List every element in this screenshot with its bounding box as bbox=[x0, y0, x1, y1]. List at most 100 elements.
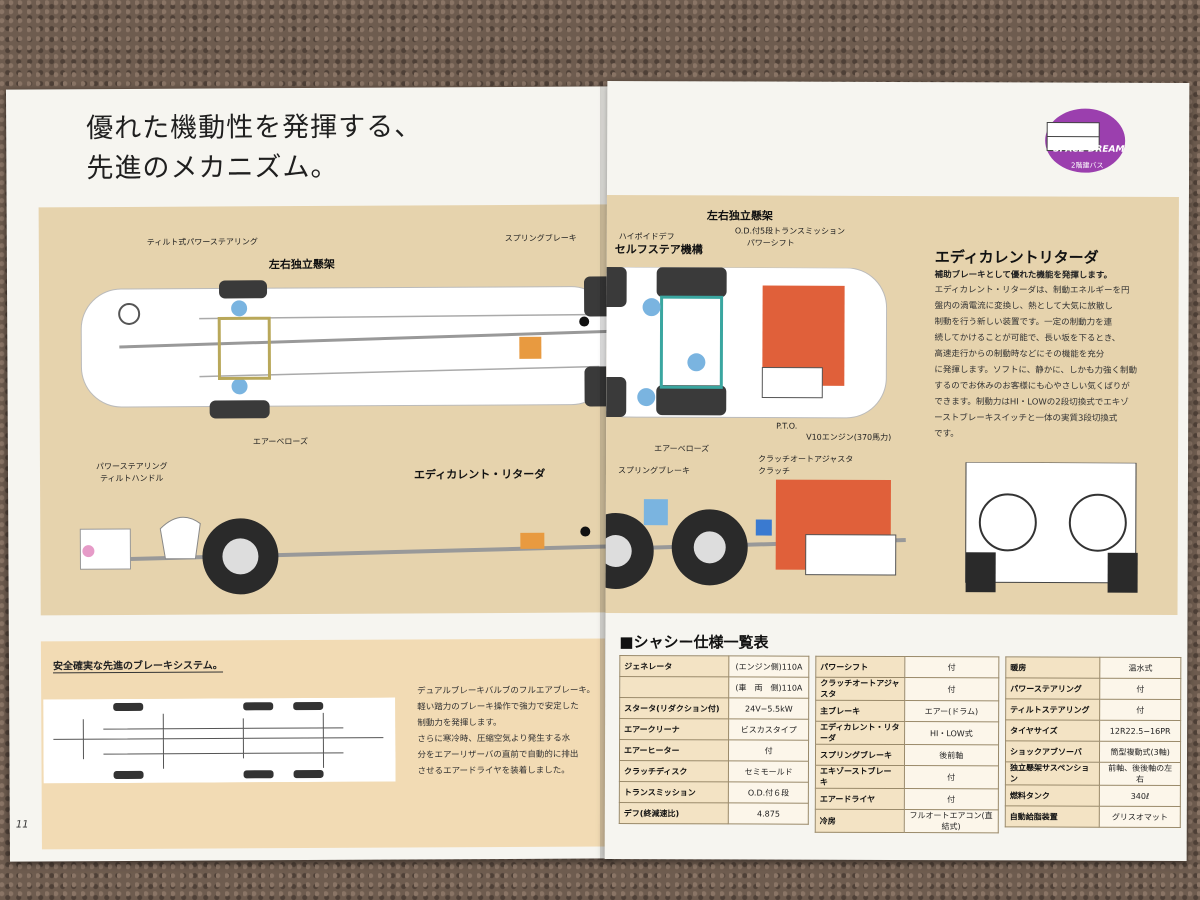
spec-row: クラッチディスクセミモールド bbox=[619, 760, 809, 783]
spec-value: 付 bbox=[903, 765, 999, 789]
spec-row: 自動給脂装置グリスオマット bbox=[1005, 805, 1181, 828]
brochure-right-page: SPACE DREAM 2階建バス ハイポイ bbox=[604, 80, 1190, 862]
spec-value: 後前軸 bbox=[904, 744, 999, 766]
spec-value: グリスオマット bbox=[1099, 806, 1181, 828]
label-clutch-auto-adjuster: クラッチオートアジャスタ bbox=[758, 454, 854, 464]
spec-key: エキゾーストブレーキ bbox=[815, 765, 905, 789]
spec-table-column-2: パワーシフト付クラッチオートアジャスタ付主ブレーキエアー(ドラム)エディカレント… bbox=[815, 656, 1000, 834]
spec-row: 暖房温水式 bbox=[1005, 656, 1181, 679]
label-air-bellows-left: エアーベローズ bbox=[252, 437, 308, 447]
brochure-left-page: 優れた機動性を発揮する、 先進のメカニズム。 ティルト式パワーステアリング bbox=[5, 86, 615, 862]
label-self-steer: セルフステア機構 bbox=[614, 243, 703, 257]
label-power-shift: パワーシフト bbox=[746, 238, 795, 248]
spec-key bbox=[619, 676, 730, 698]
spec-key: エディカレント・リターダ bbox=[815, 721, 905, 745]
brake-title: 安全確実な先進のブレーキシステム。 bbox=[52, 656, 223, 674]
spec-value: 付 bbox=[903, 788, 999, 810]
spec-value: 付 bbox=[1099, 678, 1181, 700]
spec-value: 12R22.5−16PR bbox=[1099, 720, 1181, 742]
spec-value: セミモールド bbox=[728, 760, 809, 783]
spec-row: パワーシフト付 bbox=[815, 656, 999, 678]
spec-value: (エンジン側)110A bbox=[729, 655, 809, 678]
spec-value: ビスカスタイプ bbox=[728, 718, 809, 741]
label-tilt-handle: ティルトハンドル bbox=[99, 473, 164, 484]
label-power-steering: パワーステアリング bbox=[95, 461, 168, 472]
spec-value: 24V−5.5kW bbox=[728, 697, 809, 720]
spec-row: ショックアブソーバ筒型複動式(3軸) bbox=[1005, 740, 1181, 763]
spec-key: エアークリーナ bbox=[619, 718, 729, 740]
spec-key: エアーヒーター bbox=[619, 739, 729, 761]
spec-row: 主ブレーキエアー(ドラム) bbox=[815, 700, 999, 722]
retarder-title: エディカレントリターダ bbox=[934, 248, 1099, 267]
spec-key: デフ(終減速比) bbox=[619, 802, 729, 824]
label-independent-suspension-right: 左右独立懸架 bbox=[706, 209, 773, 223]
spec-row: (車 両 側)110A bbox=[619, 676, 809, 699]
engine-rear-view bbox=[965, 462, 1138, 593]
spec-row: ティルトステアリング付 bbox=[1005, 698, 1181, 721]
spec-row: デフ(終減速比)4.875 bbox=[619, 802, 809, 825]
spec-key: 独立懸架サスペンション bbox=[1005, 761, 1100, 786]
spec-key: エアードライヤ bbox=[815, 788, 904, 810]
spec-value: エアー(ドラム) bbox=[904, 700, 999, 722]
rear-chassis-top-view bbox=[606, 266, 888, 419]
spec-key: 主ブレーキ bbox=[815, 700, 905, 722]
spec-row: エキゾーストブレーキ付 bbox=[815, 765, 999, 789]
spec-key: 自動給脂装置 bbox=[1005, 805, 1100, 828]
headline-line-2: 先進のメカニズム。 bbox=[86, 151, 339, 185]
spec-key: パワーシフト bbox=[815, 656, 905, 678]
spec-value: 付 bbox=[904, 677, 999, 701]
spec-value: 340ℓ bbox=[1099, 785, 1181, 807]
spec-row: クラッチオートアジャスタ付 bbox=[815, 677, 999, 701]
spec-row: エアーヒーター付 bbox=[619, 739, 809, 762]
retarder-subtitle: 補助ブレーキとして優れた機能を発揮します。 bbox=[934, 270, 1113, 281]
chassis-top-view-diagram bbox=[80, 276, 612, 419]
spec-value: O.D.付６段 bbox=[728, 781, 809, 804]
spec-key: クラッチディスク bbox=[619, 760, 729, 782]
spec-value: 付 bbox=[728, 739, 809, 762]
spec-key: パワーステアリング bbox=[1005, 677, 1101, 700]
spec-value: 4.875 bbox=[728, 802, 809, 825]
spec-table-title: ■シャシー仕様一覧表 bbox=[619, 633, 769, 652]
brake-circuit-diagram bbox=[43, 697, 396, 784]
spec-value: 筒型複動式(3軸) bbox=[1099, 741, 1181, 763]
space-dream-badge: SPACE DREAM 2階建バス bbox=[1035, 104, 1127, 176]
spec-value: 温水式 bbox=[1100, 657, 1181, 679]
badge-text: SPACE DREAM bbox=[1053, 144, 1125, 155]
spec-value: 前軸、後後軸の左右 bbox=[1099, 762, 1181, 786]
spec-key: ジェネレータ bbox=[619, 655, 730, 677]
spec-key: 冷房 bbox=[815, 809, 904, 833]
spec-value: フルオートエアコン(直結式) bbox=[903, 809, 999, 833]
headline: 優れた機動性を発揮する、 先進のメカニズム。 bbox=[86, 107, 422, 189]
badge-subtext: 2階建バス bbox=[1071, 161, 1104, 170]
label-od-transmission: O.D.付5段トランスミッション bbox=[734, 226, 846, 236]
label-spring-brake-top: スプリングブレーキ bbox=[504, 233, 577, 243]
spec-key: トランスミッション bbox=[619, 781, 729, 803]
chassis-side-view-diagram bbox=[79, 516, 611, 595]
label-pto: P.T.O. bbox=[776, 421, 798, 431]
spec-key: 暖房 bbox=[1005, 656, 1101, 679]
headline-line-1: 優れた機動性を発揮する、 bbox=[86, 111, 423, 145]
spec-row: エアークリーナビスカスタイプ bbox=[619, 718, 809, 741]
rear-chassis-side-view bbox=[605, 479, 906, 590]
spec-key: スタータ(リダクション付) bbox=[619, 697, 730, 719]
label-equivalent-retarder: エディカレント・リターダ bbox=[413, 467, 546, 482]
badge-logo-icon bbox=[1045, 108, 1126, 173]
label-clutch: クラッチ bbox=[757, 466, 791, 476]
spec-key: 燃料タンク bbox=[1005, 784, 1100, 807]
spec-key: クラッチオートアジャスタ bbox=[815, 677, 905, 701]
spec-value: (車 両 側)110A bbox=[729, 676, 809, 699]
label-air-bellows-right: エアーベローズ bbox=[654, 444, 710, 454]
spec-key: ショックアブソーバ bbox=[1005, 740, 1100, 763]
spec-row: ジェネレータ(エンジン側)110A bbox=[619, 655, 809, 678]
label-spring-brake-bottom: スプリングブレーキ bbox=[617, 466, 691, 476]
spec-value: HI・LOW式 bbox=[904, 721, 999, 745]
page-number: 11 bbox=[15, 819, 29, 831]
label-independent-suspension-left: 左右独立懸架 bbox=[268, 257, 335, 272]
spec-value: 付 bbox=[904, 656, 999, 678]
label-tilt-power-steering: ティルト式パワーステアリング bbox=[146, 237, 258, 247]
spec-key: タイヤサイズ bbox=[1005, 719, 1100, 742]
